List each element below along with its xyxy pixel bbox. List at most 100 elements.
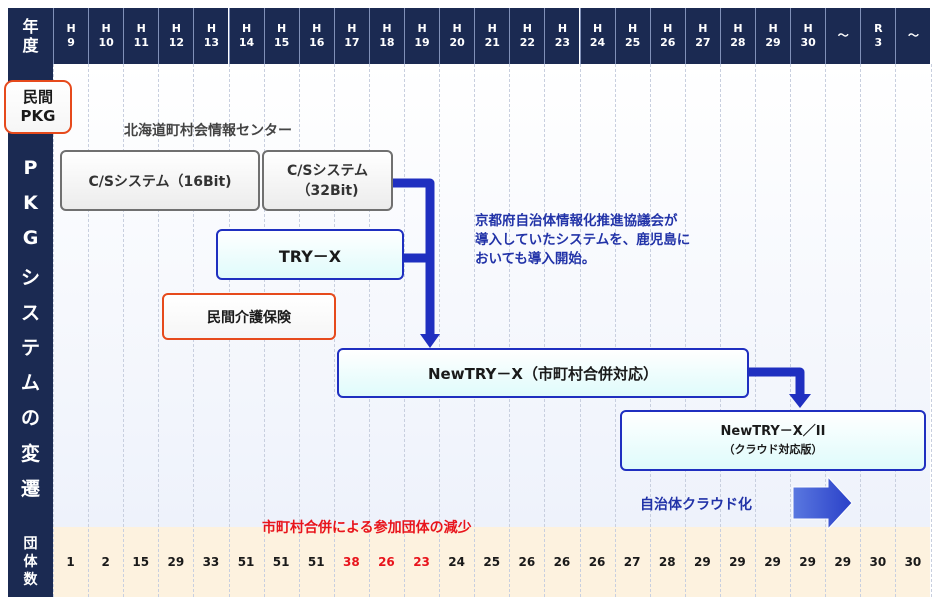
count-cell: 29 (167, 555, 185, 569)
count-cell: 28 (658, 555, 676, 569)
year-era: H (768, 22, 778, 35)
year-era: H (277, 22, 287, 35)
count-cell: 29 (799, 555, 816, 569)
year-number: 24 (589, 36, 606, 49)
side-label-char: シ (20, 266, 40, 289)
year-number: 18 (379, 36, 395, 49)
gridline (860, 64, 862, 597)
side-label-char: ム (20, 372, 40, 395)
side-label-char: ス (20, 301, 40, 324)
side-column (8, 64, 53, 527)
cs16-system-box: C/Sシステム（16Bit) (60, 150, 260, 211)
year-number: 21 (484, 36, 500, 49)
header-corner-bottom: 度 (22, 36, 39, 55)
count-cell: 23 (413, 555, 430, 569)
gridline (439, 64, 441, 597)
gridline (123, 64, 125, 597)
newtryx2-line2: （クラウド対応版） (723, 442, 823, 456)
year-era: H (487, 22, 497, 35)
count-cell: 29 (729, 555, 746, 569)
gridline (930, 64, 932, 597)
newtryx-box: NewTRY－X（市町村合併対応） (337, 348, 749, 398)
gridline (579, 64, 581, 597)
gridline (649, 64, 651, 597)
tryx-label: TRY－X (278, 246, 342, 266)
newtryx-label: NewTRY－X（市町村合併対応） (428, 364, 658, 383)
count-cell: 38 (342, 555, 360, 569)
count-cell: 29 (834, 555, 852, 569)
year-era: H (312, 22, 322, 35)
note-text: 京都府自治体情報化推進協議会が 導入していたシステムを、鹿児島に おいても導入開… (475, 212, 690, 269)
counts-label-char: 数 (23, 572, 38, 588)
gridline (509, 64, 511, 597)
year-era: H (803, 22, 813, 35)
cs32-system-line1: C/Sシステム (286, 162, 369, 179)
year-number: 10 (98, 36, 114, 49)
note-line: おいても導入開始。 (475, 251, 596, 267)
count-cell: 27 (623, 555, 641, 569)
header-corner-top: 年 (22, 17, 39, 36)
year-number: 25 (624, 36, 641, 49)
gridline (544, 64, 546, 597)
year-era: ～ (907, 29, 919, 42)
counts-row-bg (53, 527, 930, 597)
year-number: 29 (765, 36, 781, 49)
gridline (88, 64, 90, 597)
gridline (755, 64, 756, 597)
year-era: H (66, 22, 76, 35)
count-cell: 2 (101, 555, 110, 569)
year-era: H (452, 22, 462, 35)
year-number: 26 (660, 36, 676, 49)
side-label-char: の (20, 407, 40, 430)
gridline (684, 64, 686, 597)
cs32-system-line2: （32Bit) (296, 182, 359, 199)
count-cell: 26 (588, 555, 606, 569)
year-number: 27 (695, 36, 711, 49)
gridline (474, 64, 476, 597)
year-era: H (171, 22, 181, 35)
year-number: 20 (449, 36, 465, 49)
count-cell: 51 (307, 555, 325, 569)
year-era: H (698, 22, 708, 35)
cloud-label: 自治体クラウド化 (640, 497, 752, 513)
count-cell: 30 (869, 555, 887, 569)
vendor-label: 北海道町村会情報センター (124, 123, 292, 139)
year-number: 12 (168, 36, 184, 49)
count-cell: 33 (202, 555, 220, 569)
year-number: 17 (344, 36, 360, 49)
side-label-char: G (22, 227, 39, 250)
side-label-char: 遷 (20, 477, 40, 500)
year-era: H (101, 22, 111, 35)
counts-label-column: 団 体 数 (8, 527, 53, 597)
year-era: H (733, 22, 743, 35)
tryx-box: TRY－X (216, 229, 404, 280)
side-label-char: P (23, 157, 38, 179)
private-pkg-line1: 民間 (22, 88, 53, 106)
year-era: H (663, 22, 673, 35)
year-era: H (382, 22, 392, 35)
count-cell: 1 (66, 555, 75, 569)
cs32-system-box: C/Sシステム （32Bit) (262, 150, 393, 211)
year-number: 13 (203, 36, 220, 49)
header-corner: 年 度 (8, 8, 53, 64)
gridline (158, 64, 160, 597)
count-cell: 29 (693, 555, 711, 569)
